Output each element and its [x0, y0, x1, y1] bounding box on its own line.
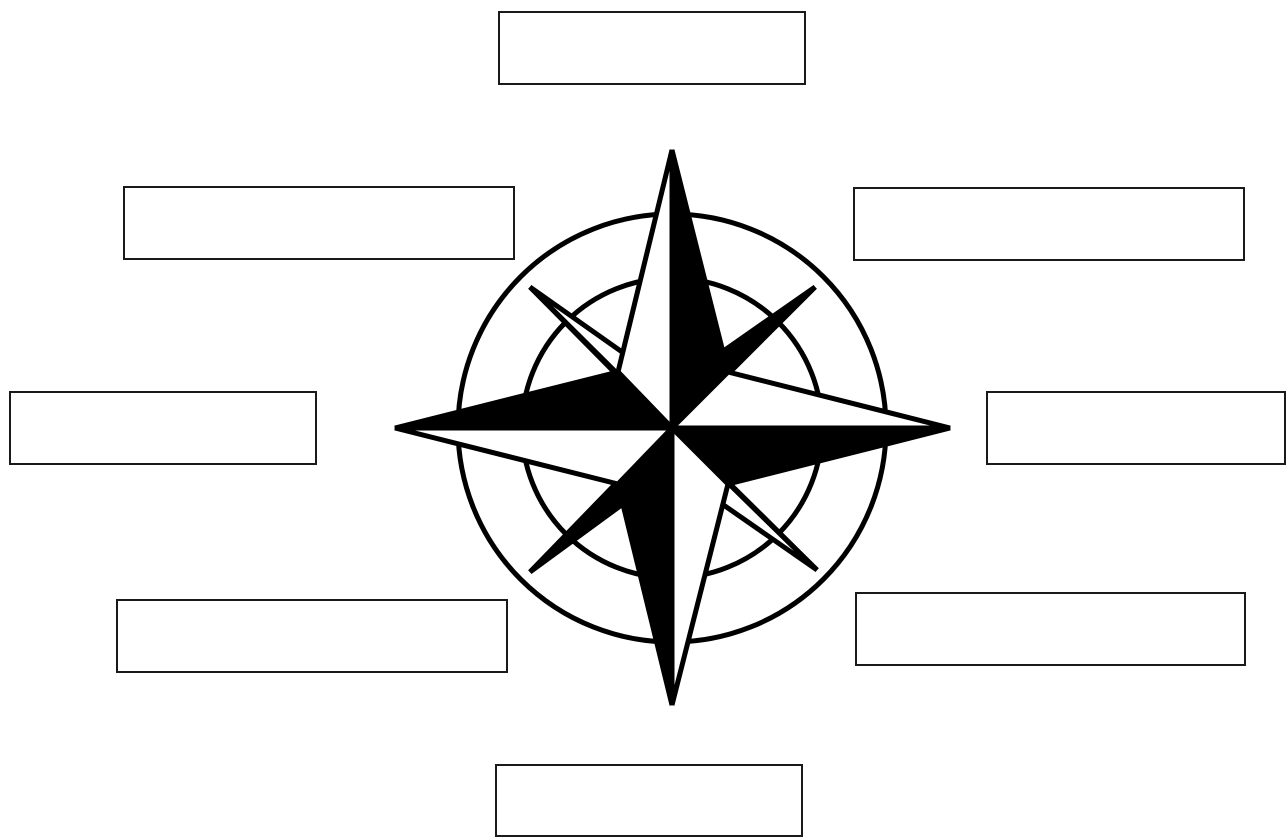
label-box-southwest[interactable]: [116, 599, 508, 673]
label-box-southeast[interactable]: [855, 592, 1246, 666]
label-box-northeast[interactable]: [853, 187, 1245, 261]
label-box-north[interactable]: [498, 11, 806, 85]
label-box-east[interactable]: [986, 391, 1286, 465]
label-box-south[interactable]: [495, 764, 803, 837]
label-box-northwest[interactable]: [123, 186, 515, 260]
label-box-west[interactable]: [9, 391, 317, 465]
